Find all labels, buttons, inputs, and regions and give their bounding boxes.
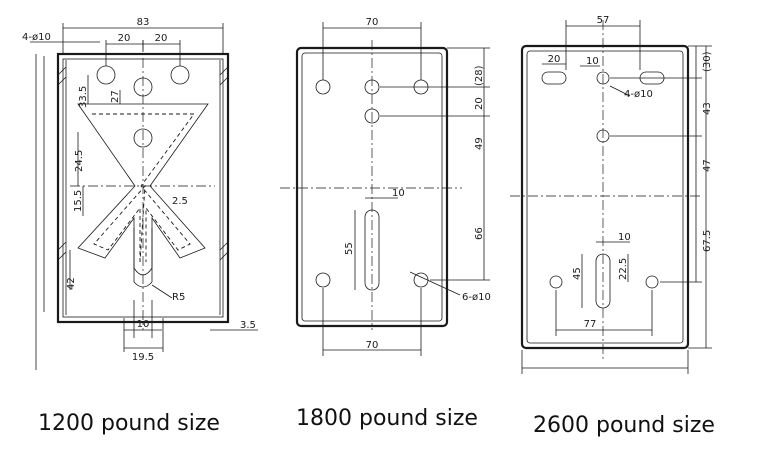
hole	[645, 275, 659, 289]
dim-spacing-3: 67.5	[702, 230, 713, 252]
dim-slot-span: 19.5	[132, 352, 154, 363]
dim-spacing-b: 20	[155, 33, 168, 44]
dim-top-offset: 33.5	[78, 86, 89, 108]
dim-holes: 4-ø10	[624, 89, 653, 100]
slot	[595, 253, 611, 309]
dim-mid-spacing: 24.5	[74, 150, 85, 172]
dim-slot-length: 55	[344, 242, 355, 255]
slot	[541, 71, 567, 85]
dim-holes: 4-ø10	[22, 32, 51, 43]
dim-top-offset: (30)	[702, 51, 713, 72]
hole	[549, 275, 563, 289]
hole	[364, 79, 380, 95]
dim-slot-length: 45	[572, 267, 583, 280]
plate-2600-outline	[520, 44, 690, 350]
dim-top-width: 70	[366, 17, 379, 28]
caption-1200: 1200 pound size	[38, 411, 220, 436]
hole	[596, 129, 610, 143]
dim-slot-radius: R5	[172, 292, 185, 303]
caption-2600: 2600 pound size	[533, 413, 715, 438]
dim-spacing-1: 20	[474, 97, 485, 110]
dim-slot-len: 20	[548, 54, 561, 65]
dim-bottom-width: 77	[584, 319, 597, 330]
dim-top-width: 57	[597, 15, 610, 26]
hole	[315, 79, 331, 95]
dim-slot-width: 10	[137, 319, 150, 330]
dim-small-radius: 2.5	[172, 196, 188, 207]
dim-spacing-2: 47	[702, 159, 713, 172]
hole	[170, 65, 190, 85]
dim-edge-thickness: 3.5	[240, 320, 256, 331]
hole	[596, 71, 610, 85]
dim-bottom-width: 70	[366, 340, 379, 351]
dim-bottom-offset: 42	[66, 277, 77, 290]
slot	[133, 228, 153, 288]
plate-2600: 57 20 10 4-ø10 (30) 43 47 67.5 10 45 22.…	[510, 15, 713, 374]
hole	[96, 65, 116, 85]
plate-2600-inner-edge	[526, 50, 684, 344]
caption-1800: 1800 pound size	[296, 406, 478, 431]
dim-slot-w: 10	[586, 56, 599, 67]
hole	[364, 108, 380, 124]
dim-spacing-a: 20	[118, 33, 131, 44]
dim-inner-offset: 27	[110, 90, 121, 103]
x-cutout-inner	[92, 113, 195, 263]
dim-spacing-3: 66	[474, 227, 485, 240]
dim-slot-width: 10	[618, 232, 631, 243]
dim-top-offset: (28)	[474, 65, 485, 86]
dim-slot-width: 10	[392, 188, 405, 199]
dim-width: 83	[137, 17, 150, 28]
dim-spacing-1: 43	[702, 102, 713, 115]
x-cutout	[77, 103, 209, 276]
hole	[133, 77, 153, 97]
plate-1200: 83 20 20 4-ø10 33.5 27 24.5 15.5 42 R5 1…	[22, 17, 258, 370]
hole	[315, 272, 331, 288]
dim-slot-offset: 22.5	[618, 258, 629, 280]
dim-spacing-2: 49	[474, 137, 485, 150]
hole	[133, 128, 153, 148]
plate-1200-flanges	[57, 60, 229, 315]
plate-1800: 70 70 (28) 20 49 66 55 10 6-ø10	[280, 17, 491, 356]
dim-holes: 6-ø10	[462, 292, 491, 303]
slot	[364, 209, 380, 291]
dim-low-spacing: 15.5	[73, 190, 84, 212]
